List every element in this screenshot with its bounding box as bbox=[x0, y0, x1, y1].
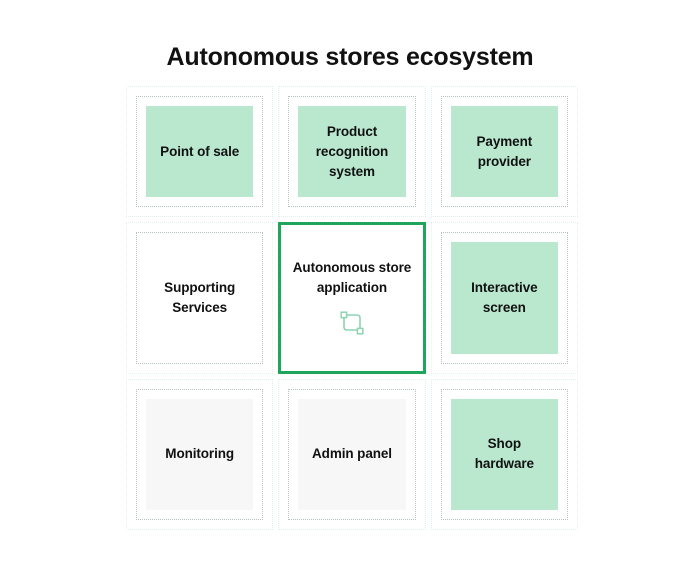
cell-label: Payment provider bbox=[476, 133, 533, 169]
cell-inner-frame: Payment provider bbox=[440, 96, 568, 207]
page-title: Autonomous stores ecosystem bbox=[166, 43, 534, 71]
grid-cell-admin-panel[interactable]: Admin panel bbox=[278, 378, 426, 530]
grid-cell-monitoring[interactable]: Monitoring bbox=[126, 378, 274, 530]
grid-cell-autonomous-store-application[interactable]: Autonomous store application bbox=[278, 222, 426, 374]
cell-fill: Supporting Services bbox=[146, 242, 254, 354]
cell-inner-frame: Admin panel bbox=[288, 388, 416, 520]
cell-inner-frame: Supporting Services bbox=[136, 232, 264, 364]
grid-cell-supporting-services[interactable]: Supporting Services bbox=[126, 222, 274, 374]
grid-cell-shop-hardware[interactable]: Shop hardware bbox=[430, 378, 578, 530]
grid-cell-payment-provider[interactable]: Payment provider bbox=[430, 86, 578, 217]
cell-label: Shop hardware bbox=[474, 436, 534, 472]
cell-fill: Interactive screen bbox=[450, 242, 558, 354]
cell-fill: Product recognition system bbox=[298, 106, 406, 197]
cell-label: Product recognition system bbox=[315, 123, 389, 179]
ecosystem-grid: Point of sale Product recognition system… bbox=[126, 86, 578, 530]
cell-label: Interactive screen bbox=[471, 279, 538, 315]
cell-inner-frame: Interactive screen bbox=[440, 232, 568, 364]
grid-cell-product-recognition-system[interactable]: Product recognition system bbox=[278, 86, 426, 217]
cell-label: Point of sale bbox=[160, 143, 240, 159]
cell-fill: Payment provider bbox=[450, 106, 558, 197]
cell-label: Admin panel bbox=[312, 446, 392, 462]
cell-inner-frame: Shop hardware bbox=[440, 388, 568, 520]
grid-cell-interactive-screen[interactable]: Interactive screen bbox=[430, 222, 578, 374]
grid-cell-point-of-sale[interactable]: Point of sale bbox=[126, 86, 274, 217]
cell-fill: Autonomous store application bbox=[281, 225, 423, 371]
cell-label: Autonomous store application bbox=[292, 260, 412, 296]
cell-inner-frame: Monitoring bbox=[136, 388, 264, 520]
cell-label: Monitoring bbox=[165, 446, 235, 462]
cell-fill: Admin panel bbox=[298, 398, 406, 510]
cell-inner-frame: Point of sale bbox=[136, 96, 264, 207]
cell-fill: Shop hardware bbox=[450, 398, 558, 510]
cell-inner-frame: Autonomous store application bbox=[281, 225, 423, 371]
cell-label: Supporting Services bbox=[164, 279, 236, 315]
cell-inner-frame: Product recognition system bbox=[288, 96, 416, 207]
cell-fill: Point of sale bbox=[146, 106, 254, 197]
cell-fill: Monitoring bbox=[146, 398, 254, 510]
transform-handles-icon bbox=[340, 311, 364, 335]
